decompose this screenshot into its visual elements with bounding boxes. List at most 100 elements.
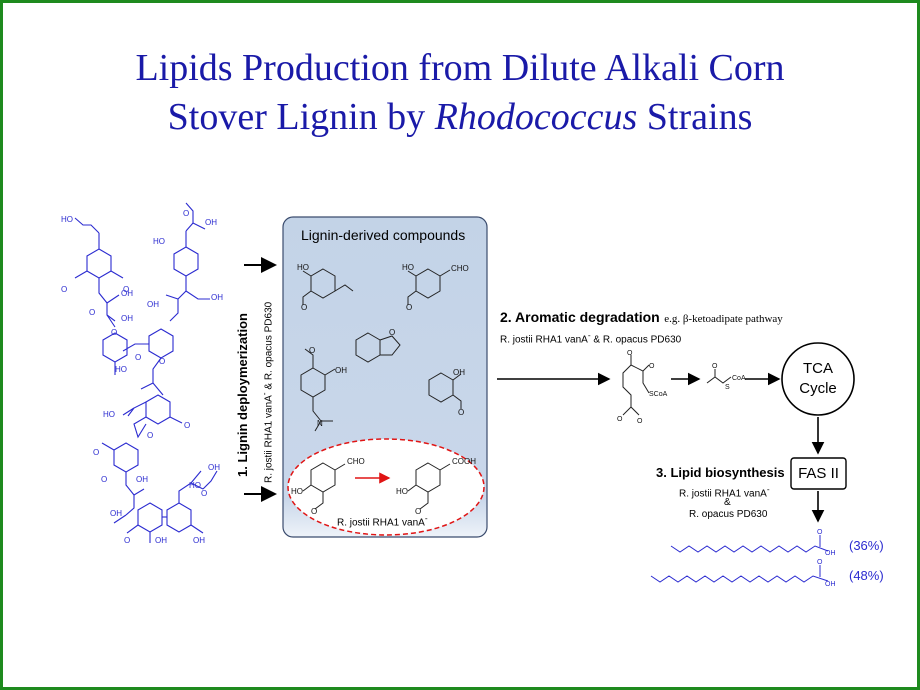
svg-text:O: O — [406, 303, 412, 312]
svg-text:HO: HO — [61, 215, 73, 224]
svg-text:O: O — [627, 350, 633, 357]
oleic-yield: (48%) — [849, 568, 884, 583]
box-atom-labels: HO O HO CHO O O O OH N OH O — [297, 263, 469, 428]
oval-strain-label: R. jostii RHA1 vanA- — [337, 513, 428, 528]
svg-text:OH: OH — [147, 300, 159, 309]
step2-strains: R. jostii RHA1 vanA- & R. opacus PD630 — [500, 330, 681, 345]
svg-text:O: O — [93, 448, 99, 457]
svg-text:OH: OH — [121, 314, 133, 323]
ketoadipate-labels: O SCoA O O O — [617, 350, 668, 425]
svg-text:OH: OH — [208, 463, 220, 472]
svg-text:O: O — [159, 357, 165, 366]
compound-dimethylaminomethyl-phenol — [300, 348, 336, 432]
svg-text:O: O — [389, 328, 395, 337]
svg-text:O: O — [617, 416, 623, 423]
compound-acetyl-coa — [706, 369, 732, 384]
svg-text:HO: HO — [103, 410, 115, 419]
svg-text:OH: OH — [193, 536, 205, 545]
fas-ii-label: FAS II — [798, 465, 839, 482]
svg-text:O: O — [183, 209, 189, 218]
svg-text:O: O — [649, 363, 655, 370]
svg-text:OH: OH — [155, 536, 167, 545]
compounds-box-heading: Lignin-derived compounds — [301, 227, 466, 243]
palmitic-yield: (36%) — [849, 538, 884, 553]
svg-text:OH: OH — [825, 550, 836, 557]
svg-text:O: O — [147, 431, 153, 440]
compound-vanillin-oval — [302, 462, 346, 510]
tca-label: TCA Cycle — [782, 359, 854, 399]
svg-text:HO: HO — [153, 237, 165, 246]
oval-atom-labels: CHO HO O COOH HO O — [291, 457, 476, 516]
svg-text:O: O — [124, 536, 130, 545]
svg-text:O: O — [309, 346, 315, 355]
svg-text:S: S — [725, 384, 730, 391]
step3-strain1-text: R. jostii RHA1 vanA — [679, 488, 767, 500]
svg-text:CoA: CoA — [732, 375, 746, 382]
svg-text:O: O — [712, 363, 718, 370]
compound-vanillin — [407, 268, 451, 305]
step3-title: 3. Lipid biosynthesis — [656, 465, 785, 480]
svg-text:HO: HO — [297, 263, 309, 272]
svg-text:O: O — [201, 489, 207, 498]
svg-text:OH: OH — [136, 475, 148, 484]
svg-text:OH: OH — [205, 218, 217, 227]
slide-title-line1: Lipids Production from Dilute Alkali Cor… — [3, 46, 917, 90]
svg-text:O: O — [89, 308, 95, 317]
svg-text:O: O — [123, 285, 129, 294]
step2-strain-sup: - — [587, 330, 591, 340]
lignin-polymer-structure — [74, 202, 218, 543]
step3-strain1: R. jostii RHA1 vanA- — [679, 484, 770, 499]
svg-text:HO: HO — [402, 263, 414, 272]
oval-strain-sup: - — [424, 513, 428, 523]
svg-text:O: O — [311, 507, 317, 516]
svg-text:O: O — [135, 353, 141, 362]
compound-guaiacol — [428, 372, 462, 409]
svg-text:HO: HO — [396, 487, 408, 496]
svg-text:O: O — [637, 418, 643, 425]
step2-heading: 2. Aromatic degradation e.g. β-ketoadipa… — [500, 309, 783, 327]
svg-text:O: O — [817, 529, 823, 536]
step1-strain-b: & R. opacus PD630 — [263, 301, 275, 393]
step1-strains: R. jostii RHA1 vanA- & R. opacus PD630 — [259, 302, 274, 483]
vanA-knockout-oval — [287, 438, 485, 536]
tca-cycle-node — [781, 342, 855, 416]
svg-text:O: O — [301, 303, 307, 312]
step2-strain-a: R. jostii RHA1 vanA — [500, 334, 588, 346]
tca-line1: TCA — [803, 360, 833, 377]
svg-text:OH: OH — [335, 366, 347, 375]
svg-text:O: O — [111, 328, 117, 337]
svg-text:CHO: CHO — [451, 264, 469, 273]
step3-amp: & — [724, 497, 731, 508]
svg-text:HO: HO — [189, 481, 201, 490]
lignin-atom-labels: HO O O O OH OH O OH HO OH OH O O HO O HO… — [61, 209, 223, 545]
compound-dihydrobenzofuran — [355, 332, 401, 363]
fas-ii-node — [790, 457, 847, 490]
title-line2-post: Strains — [637, 96, 753, 138]
svg-text:CHO: CHO — [347, 457, 365, 466]
svg-text:O: O — [817, 559, 823, 566]
step3-strain2: R. opacus PD630 — [689, 509, 768, 520]
step2-strain-b: & R. opacus PD630 — [590, 334, 682, 346]
svg-text:N: N — [317, 419, 323, 428]
tca-line2: Cycle — [799, 380, 837, 397]
title-line2-pre: Stover Lignin by — [167, 96, 435, 138]
step1-strain-a: R. jostii RHA1 vanA — [263, 395, 275, 483]
svg-text:OH: OH — [110, 509, 122, 518]
svg-text:O: O — [184, 421, 190, 430]
compound-vinylguaiacol — [302, 268, 354, 305]
compound-beta-ketoadipyl-coa — [622, 355, 650, 416]
palmitic-acid-chain — [670, 545, 829, 553]
pathway-diagram: HO O O O OH OH O OH HO OH OH O O HO O HO… — [61, 202, 855, 588]
oleic-acid-chain — [650, 575, 829, 583]
step1-title: 1. Lignin deploymerization — [235, 313, 250, 477]
svg-text:O: O — [458, 408, 464, 417]
svg-text:HO: HO — [115, 365, 127, 374]
slide-title-line2: Stover Lignin by Rhodococcus Strains — [3, 95, 917, 139]
oval-strain-text: R. jostii RHA1 vanA — [337, 517, 425, 529]
svg-text:OH: OH — [825, 581, 836, 588]
svg-text:OH: OH — [121, 289, 133, 298]
step3-strain1-sup: - — [766, 484, 770, 494]
svg-text:COOH: COOH — [452, 457, 476, 466]
svg-text:O: O — [415, 507, 421, 516]
